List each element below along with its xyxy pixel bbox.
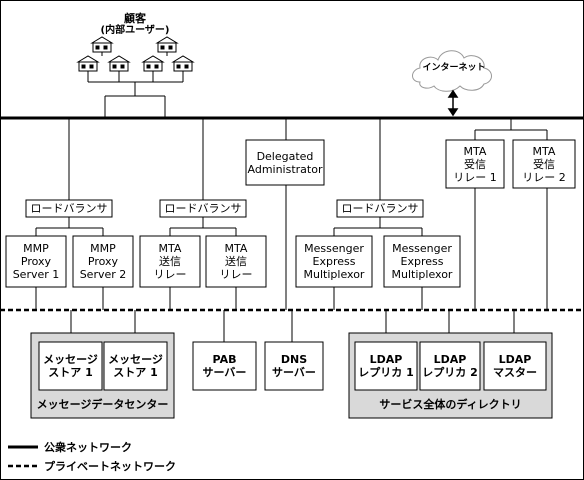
pab-server-label: PAB サーバー [202, 353, 247, 379]
mmp-proxy-1-label: MMP Proxy Server 1 [12, 242, 60, 281]
message-store-1-label: メッセージ ストア 1 [43, 353, 98, 379]
ldap-replica-2-box [419, 341, 481, 391]
mta-outbound-1-box [139, 235, 201, 288]
service-directory-label: サービス全体のディレクトリ [379, 397, 522, 411]
load-balancer-2-box [159, 199, 247, 218]
house-icons [76, 36, 195, 72]
mmp-proxy-2-box [72, 235, 134, 288]
load-balancer-3-label: ロードバランサ [341, 202, 419, 215]
mmp-proxy-2-label: MMP Proxy Server 2 [79, 242, 127, 281]
connectors [35, 118, 548, 342]
mta-inbound-1-label: MTA 受信 リレー 1 [453, 144, 497, 184]
ldap-master-label: LDAP マスター [493, 353, 537, 379]
house-icon [76, 55, 100, 72]
house-icon [90, 36, 114, 53]
message-store-2-label: メッセージ ストア 1 [108, 353, 163, 379]
message-store-1-box [38, 341, 103, 391]
mta-outbound-2-label: MTA 送信 リレー [219, 242, 253, 281]
ldap-master-box [483, 341, 547, 391]
message-data-center-label: メッセージデータセンター [36, 397, 169, 411]
dns-server-box [264, 341, 324, 391]
mta-outbound-2-box [205, 235, 267, 288]
load-balancer-3-box [336, 199, 424, 218]
load-balancer-1-label: ロードバランサ [30, 202, 108, 215]
server-boxes [5, 139, 576, 391]
messenger-express-2-box [383, 235, 461, 288]
legend-private-label: プライベートネットワーク [44, 459, 176, 473]
dns-server-label: DNS サーバー [272, 353, 316, 379]
house-icon [141, 55, 165, 72]
house-connectors [87, 52, 184, 117]
internet-label: インターネット [422, 62, 486, 73]
ldap-replica-1-label: LDAP レプリカ 1 [358, 353, 414, 379]
messenger-express-1-label: Messenger Express Multiplexor [303, 242, 365, 281]
customer-subtitle: (内部ユーザー) [100, 24, 170, 36]
pab-server-box [192, 341, 257, 391]
ldap-replica-2-label: LDAP レプリカ 2 [422, 353, 478, 379]
delegated-admin-box [245, 139, 325, 186]
internet-cloud-icon [412, 50, 492, 92]
messenger-express-1-box [295, 235, 373, 288]
messenger-express-2-label: Messenger Express Multiplexor [391, 242, 453, 281]
message-store-2-box [103, 341, 168, 391]
ldap-replica-1-box [354, 341, 418, 391]
house-icon [171, 55, 195, 72]
house-icon [107, 55, 131, 72]
house-icon [155, 36, 179, 53]
double-arrow-icon [447, 89, 459, 117]
legend-public-label: 公衆ネットワーク [44, 440, 132, 454]
mta-outbound-1-label: MTA 送信 リレー [153, 242, 187, 281]
mta-inbound-2-box [512, 139, 576, 189]
mta-inbound-2-label: MTA 受信 リレー 2 [522, 144, 566, 184]
mmp-proxy-1-box [5, 235, 67, 288]
load-balancer-2-label: ロードバランサ [164, 202, 242, 215]
customer-title: 顧客 [124, 11, 146, 25]
delegated-admin-label: Delegated Administrator [247, 149, 323, 176]
load-balancer-1-box [25, 199, 113, 218]
mta-inbound-1-box [445, 139, 505, 189]
